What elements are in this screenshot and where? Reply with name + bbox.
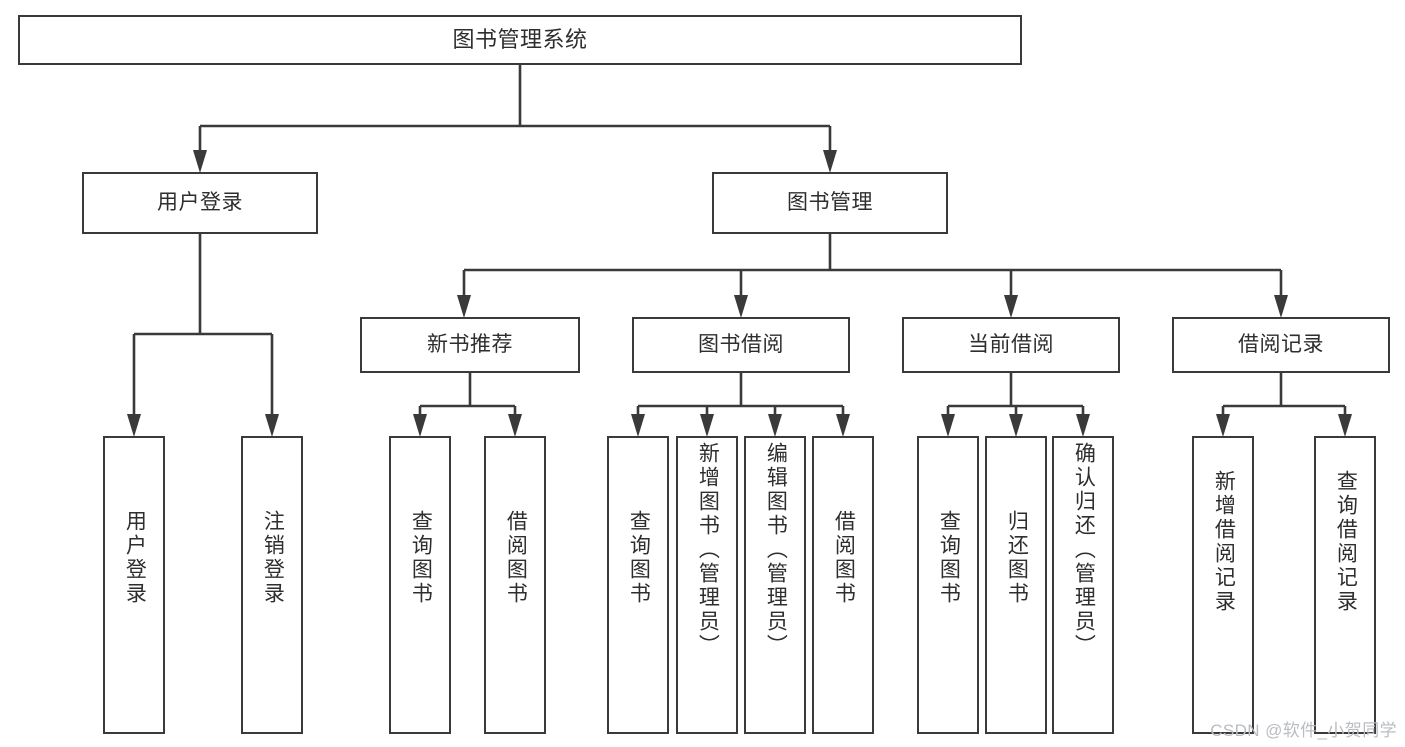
node-leaf-borrow-book-2-label: 借阅图书 — [832, 510, 856, 606]
node-book-manage[interactable]: 图书管理 — [712, 172, 948, 234]
arrowhead-user-login — [193, 150, 207, 173]
node-leaf-query-record[interactable]: 查询借阅记录 — [1314, 436, 1376, 734]
node-leaf-add-record-label: 新增借阅记录 — [1212, 470, 1236, 614]
arrowhead-leaf-return-book — [1009, 414, 1023, 437]
node-leaf-borrow-book-1[interactable]: 借阅图书 — [484, 436, 546, 734]
node-leaf-query-book-3-label: 查询图书 — [937, 510, 961, 606]
arrowhead-leaf-add-record — [1216, 414, 1230, 437]
node-borrow-record[interactable]: 借阅记录 — [1172, 317, 1390, 373]
node-leaf-query-book-3[interactable]: 查询图书 — [917, 436, 979, 734]
arrowhead-leaf-logout — [265, 414, 279, 437]
csdn-watermark: CSDN @软件_小贺同学 — [1210, 721, 1397, 740]
arrowhead-leaf-query-book-2 — [631, 414, 645, 437]
arrowhead-leaf-confirm-return — [1076, 414, 1090, 437]
node-leaf-borrow-book-1-label: 借阅图书 — [504, 510, 528, 606]
node-leaf-query-book-1-label: 查询图书 — [409, 510, 433, 606]
node-leaf-query-book-1[interactable]: 查询图书 — [389, 436, 451, 734]
node-leaf-return-book-label: 归还图书 — [1005, 510, 1029, 606]
node-borrow-record-label: 借阅记录 — [1238, 332, 1324, 356]
node-leaf-query-book-2-label: 查询图书 — [627, 510, 651, 606]
arrowheads — [127, 150, 1352, 437]
node-leaf-user-login[interactable]: 用户登录 — [103, 436, 165, 734]
node-leaf-logout[interactable]: 注销登录 — [241, 436, 303, 734]
node-leaf-query-book-2[interactable]: 查询图书 — [607, 436, 669, 734]
node-user-login[interactable]: 用户登录 — [82, 172, 318, 234]
node-leaf-borrow-book-2[interactable]: 借阅图书 — [812, 436, 874, 734]
node-current-borrow[interactable]: 当前借阅 — [902, 317, 1120, 373]
node-new-book-rec[interactable]: 新书推荐 — [360, 317, 580, 373]
arrowhead-leaf-user-login — [127, 414, 141, 437]
node-leaf-user-login-label: 用户登录 — [123, 510, 147, 606]
node-book-manage-label: 图书管理 — [787, 190, 873, 214]
node-leaf-confirm-return-label: 确认归还（管理员） — [1072, 442, 1096, 658]
node-user-login-label: 用户登录 — [157, 190, 243, 214]
arrowhead-leaf-borrow-book-2 — [836, 414, 850, 437]
arrowhead-leaf-add-book — [700, 414, 714, 437]
arrowhead-leaf-query-book-1 — [413, 414, 427, 437]
node-book-borrow[interactable]: 图书借阅 — [632, 317, 850, 373]
arrowhead-new-book-rec — [457, 295, 471, 318]
node-current-borrow-label: 当前借阅 — [968, 332, 1054, 356]
node-book-borrow-label: 图书借阅 — [698, 332, 784, 356]
arrowhead-leaf-query-book-3 — [941, 414, 955, 437]
node-leaf-return-book[interactable]: 归还图书 — [985, 436, 1047, 734]
node-leaf-logout-label: 注销登录 — [261, 510, 285, 606]
node-leaf-add-book[interactable]: 新增图书（管理员） — [676, 436, 738, 734]
arrowhead-leaf-query-record — [1338, 414, 1352, 437]
arrowhead-current-borrow — [1004, 295, 1018, 318]
node-new-book-rec-label: 新书推荐 — [427, 332, 513, 356]
node-leaf-add-book-label: 新增图书（管理员） — [696, 442, 720, 658]
node-leaf-query-record-label: 查询借阅记录 — [1334, 470, 1358, 614]
node-leaf-edit-book-label: 编辑图书（管理员） — [764, 442, 788, 658]
node-leaf-edit-book[interactable]: 编辑图书（管理员） — [744, 436, 806, 734]
arrowhead-book-manage — [823, 150, 837, 173]
node-leaf-confirm-return[interactable]: 确认归还（管理员） — [1052, 436, 1114, 734]
node-root-label: 图书管理系统 — [452, 27, 588, 53]
arrowhead-leaf-edit-book — [768, 414, 782, 437]
node-leaf-add-record[interactable]: 新增借阅记录 — [1192, 436, 1254, 734]
arrowhead-leaf-borrow-book-1 — [508, 414, 522, 437]
arrowhead-book-borrow — [734, 295, 748, 318]
node-root[interactable]: 图书管理系统 — [18, 15, 1022, 65]
arrowhead-borrow-record — [1274, 295, 1288, 318]
